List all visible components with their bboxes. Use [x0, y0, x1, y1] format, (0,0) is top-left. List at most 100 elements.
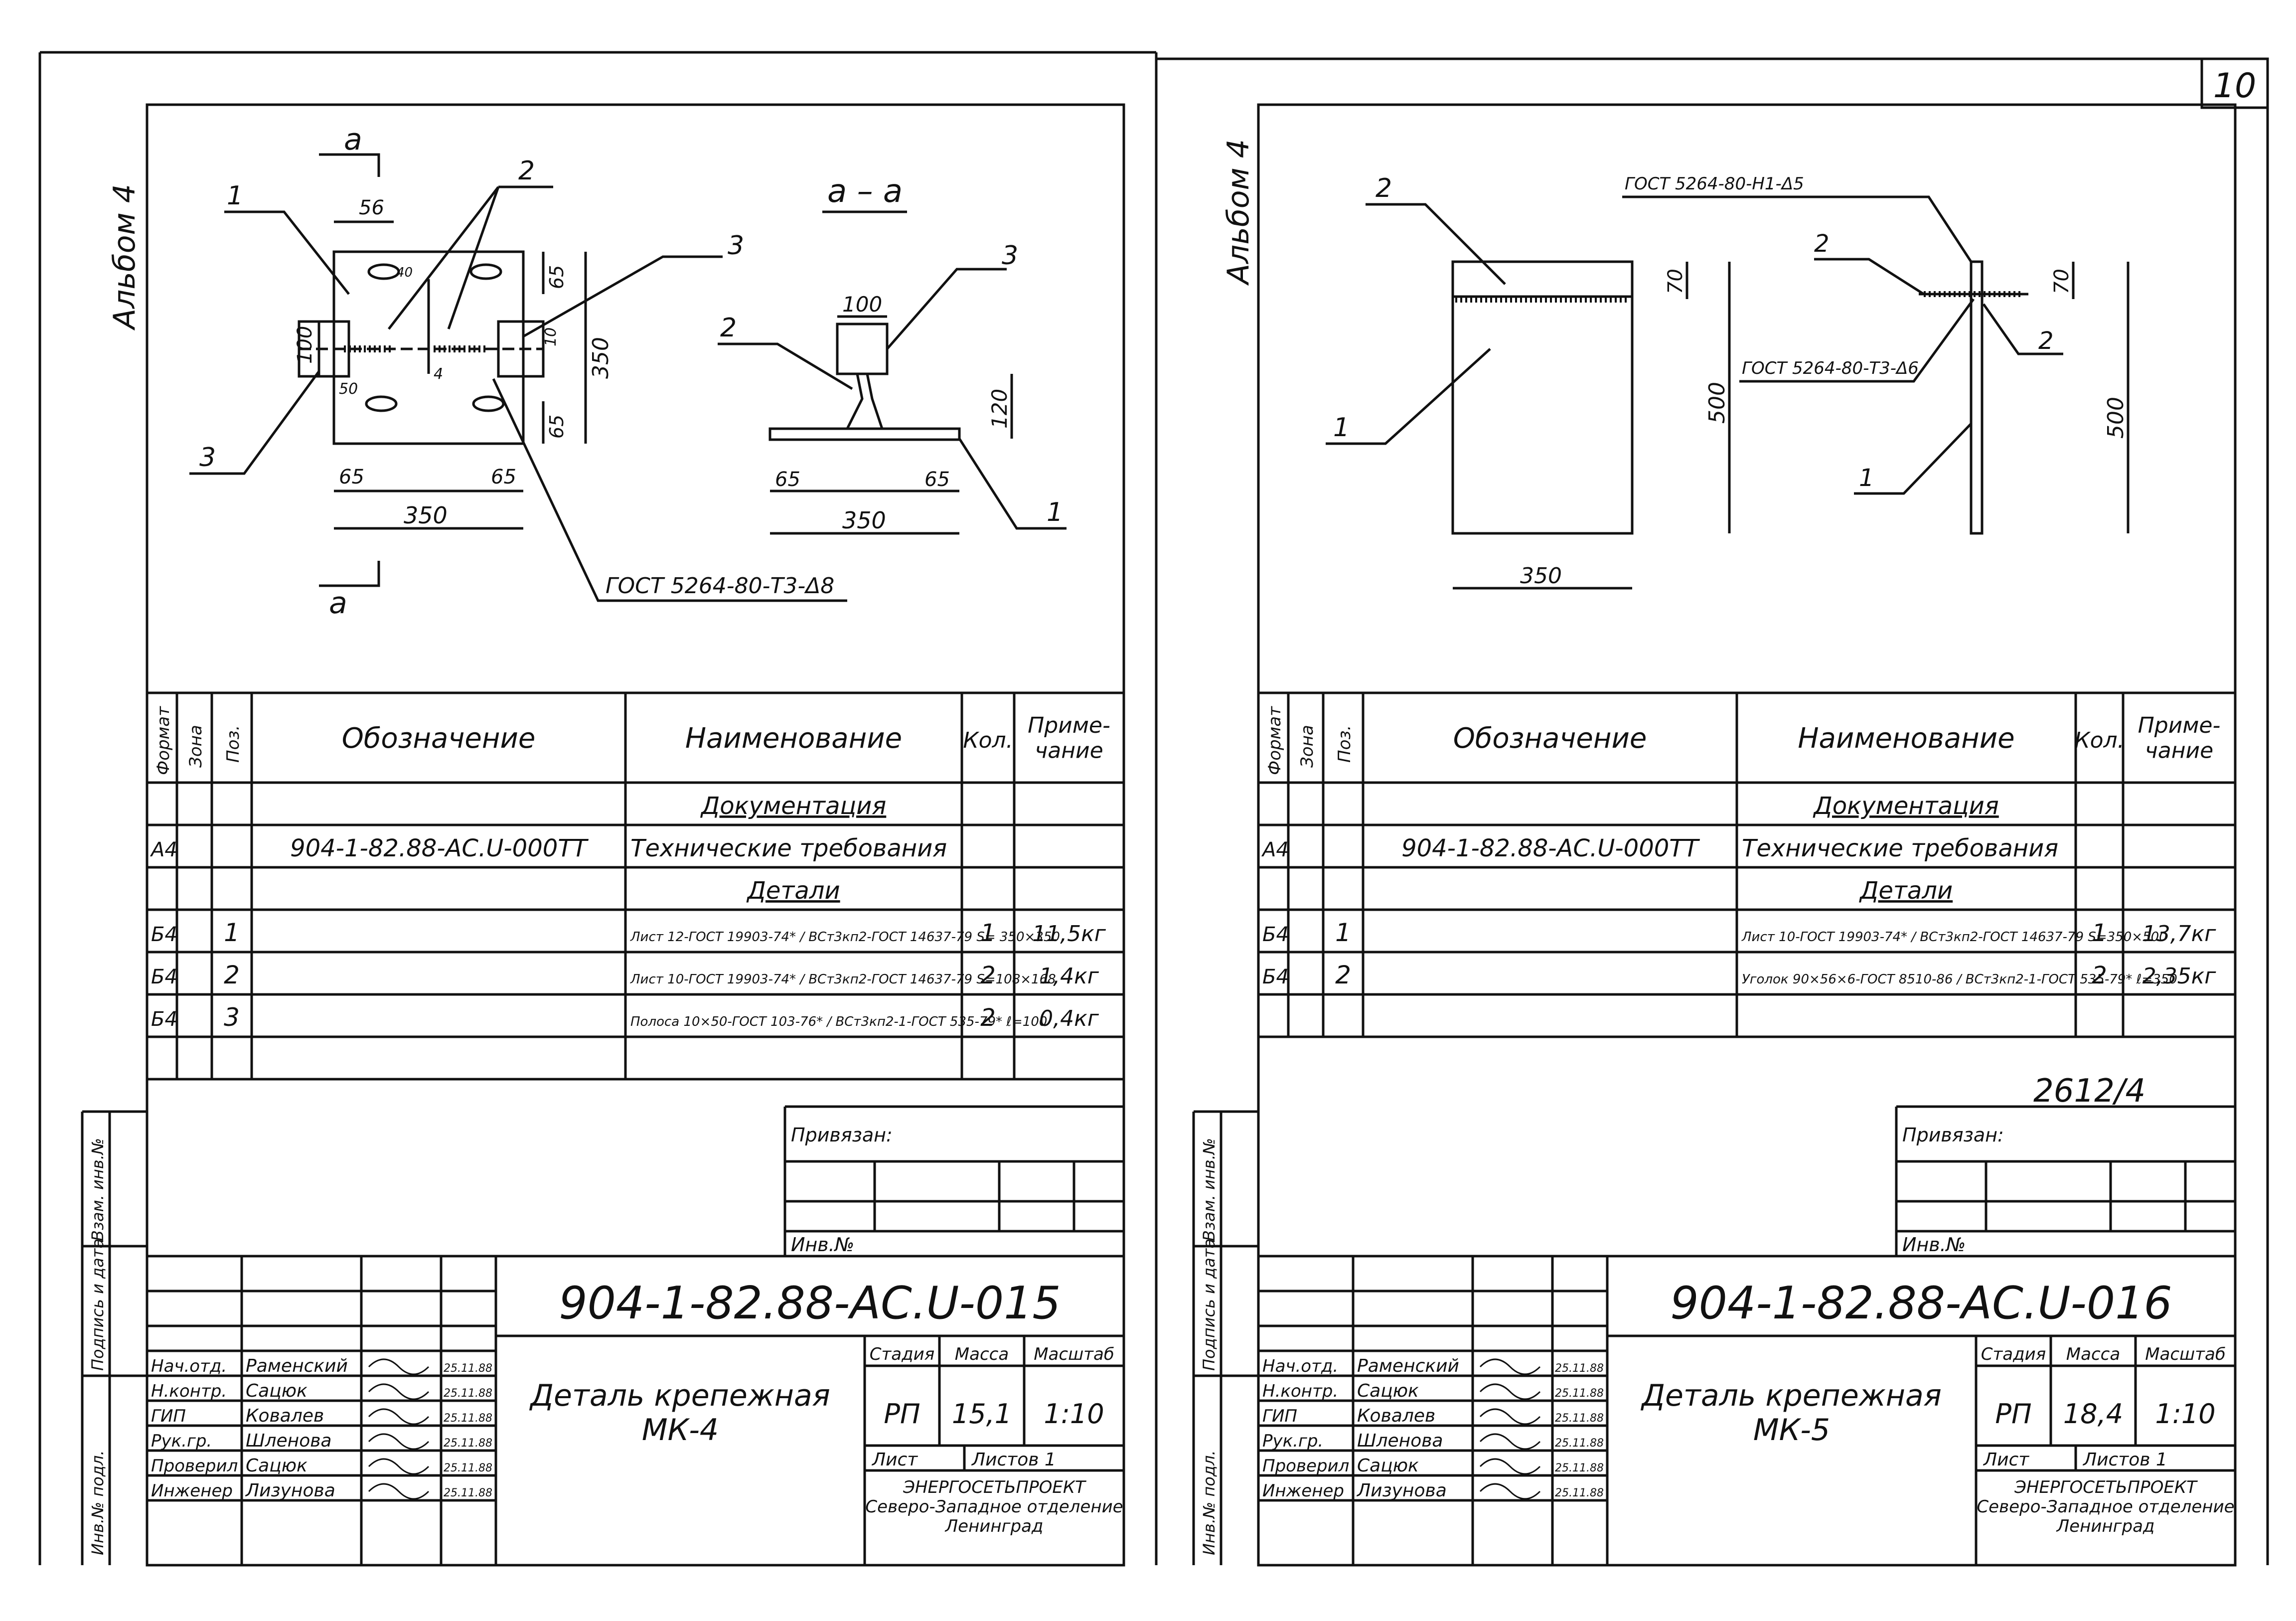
- callout-2-section: 2: [720, 313, 737, 343]
- signer-name: Лизунова: [245, 1480, 335, 1501]
- cell-name: Лист 10-ГОСТ 19903-74* / ВСт3кп2-ГОСТ 14…: [1741, 930, 2167, 945]
- section-title: а – а: [827, 173, 903, 210]
- scale-value: 1:10: [2155, 1398, 2215, 1430]
- dim-350-vertical: 350: [588, 337, 613, 379]
- signer-name: Сацюк: [246, 1456, 307, 1476]
- dim-500-side: 500: [2103, 397, 2129, 439]
- signer-date: 25.11.88: [1555, 1437, 1604, 1450]
- signer-role: Нач.отд.: [1262, 1356, 1338, 1376]
- side-stamp-label: Подпись и дата: [1200, 1239, 1219, 1371]
- dim-56: 56: [359, 196, 384, 219]
- signer-date: 25.11.88: [444, 1387, 492, 1400]
- header-designation: Обозначение: [342, 722, 536, 755]
- signer-name: Ковалев: [246, 1406, 324, 1426]
- leader-weld: [492, 378, 847, 602]
- text-line: чание: [2145, 738, 2213, 764]
- header-zone: Зона: [1297, 725, 1317, 768]
- dim-40: 40: [396, 265, 413, 280]
- callout-3-right: 3: [728, 231, 744, 261]
- cell-format: Б4: [151, 923, 177, 946]
- text-line: МК-5: [1753, 1413, 1830, 1448]
- cell-section-heading: Детали: [746, 877, 840, 905]
- callout-2: 2: [518, 156, 535, 186]
- leader-weld-mid: [1739, 298, 1975, 383]
- album-label: Альбом 4: [1221, 139, 1256, 286]
- privyazan-label: Привязан:: [1902, 1124, 2004, 1146]
- scale-header: Масштаб: [1034, 1344, 1114, 1364]
- text-line: чание: [1035, 738, 1103, 764]
- callout-1: 1: [227, 181, 243, 211]
- dim-350-horizontal: 350: [404, 502, 448, 529]
- mass-value: 18,4: [2063, 1398, 2123, 1430]
- signature-scribble: [368, 1358, 430, 1375]
- header-note: Приме-чание: [2138, 713, 2221, 764]
- dim-65-section-right: 65: [924, 468, 950, 491]
- stage-header: Стадия: [870, 1344, 934, 1364]
- inv-number-label: Инв.№: [1902, 1234, 1966, 1256]
- cell-note: 2,35кг: [2143, 964, 2217, 989]
- signer-role: Проверил: [151, 1456, 238, 1476]
- leader-2-side-lower: [1982, 303, 2063, 355]
- cell-format: Б4: [151, 1008, 177, 1031]
- cell-format: Б4: [151, 966, 177, 988]
- side-stamp-label: Взам. инв.№: [88, 1138, 107, 1241]
- signer-date: 25.11.88: [444, 1437, 492, 1450]
- slot-hole: [472, 395, 505, 412]
- cell-qty: 1: [2092, 919, 2107, 947]
- dim-10: 10: [542, 327, 560, 346]
- dim-4: 4: [434, 365, 443, 383]
- signer-date: 25.11.88: [444, 1412, 492, 1425]
- cell-section-heading: Документация: [1813, 792, 1999, 820]
- slot-hole: [365, 395, 398, 412]
- callout-3-left: 3: [199, 443, 216, 473]
- callout-3-section: 3: [1002, 241, 1018, 271]
- leader-2-section: [718, 342, 853, 390]
- header-name: Наименование: [1798, 722, 2014, 755]
- sheets-label: Листов 1: [971, 1450, 1056, 1470]
- section-label-bottom: а: [329, 586, 347, 621]
- document-code: 904-1-82.88-АС.U-015: [559, 1277, 1061, 1329]
- signature-scribble: [368, 1408, 430, 1425]
- side-angle: [1919, 262, 2028, 296]
- page-number: 10: [2213, 66, 2257, 106]
- cell-name: Лист 10-ГОСТ 19903-74* / ВСт3кп2-ГОСТ 14…: [630, 972, 1056, 987]
- signer-role: Н.контр.: [1262, 1381, 1338, 1401]
- front-view: 70 500 350 2 1: [1326, 173, 1731, 590]
- cell-pos: 2: [224, 961, 240, 989]
- signer-name: Сацюк: [1357, 1381, 1419, 1401]
- header-pos: Поз.: [1335, 725, 1355, 763]
- side-plate: [1970, 260, 1984, 535]
- callout-2-side: 2: [1814, 230, 1830, 258]
- slot-hole: [367, 263, 400, 280]
- stamp-number: 2612/4: [2033, 1073, 2145, 1110]
- dim-65-left: 65: [339, 466, 364, 488]
- dim-100-section: 100: [842, 292, 882, 317]
- signature-scribble: [1479, 1408, 1541, 1425]
- signer-role: Рук.гр.: [1262, 1431, 1323, 1451]
- sheets-label: Листов 1: [2082, 1450, 2167, 1470]
- dim-350: 350: [1520, 563, 1562, 589]
- cell-format: А4: [150, 838, 177, 861]
- section-label-top: а: [344, 122, 362, 157]
- cell-section-heading: Детали: [1859, 877, 1953, 905]
- scale-header: Масштаб: [2145, 1344, 2226, 1364]
- cell-name: Технические требования: [630, 834, 947, 862]
- signer-date: 25.11.88: [444, 1462, 492, 1474]
- header-qty: Кол.: [963, 728, 1013, 753]
- signature-scribble: [1479, 1358, 1541, 1375]
- weld-note-top: ГОСТ 5264-80-Н1-Δ5: [1625, 174, 1804, 194]
- signer-date: 25.11.88: [1555, 1462, 1604, 1474]
- cell-name: Полоса 10×50-ГОСТ 103-76* / ВСт3кп2-1-ГО…: [630, 1014, 1047, 1029]
- slot-hole: [469, 263, 502, 280]
- plan-view: а а 56 40 65 100 10 4 350 50 65 65 65 35…: [189, 122, 847, 621]
- signer-role: Н.контр.: [151, 1381, 227, 1401]
- cell-note: 13,7кг: [2143, 921, 2217, 947]
- text-line: Приме-: [1028, 713, 1110, 738]
- cell-format: А4: [1261, 838, 1289, 861]
- cell-qty: 2: [2092, 962, 2107, 989]
- signer-date: 25.11.88: [444, 1362, 492, 1375]
- section-plate: [846, 373, 884, 430]
- text-line: Ленинград: [2056, 1516, 2155, 1536]
